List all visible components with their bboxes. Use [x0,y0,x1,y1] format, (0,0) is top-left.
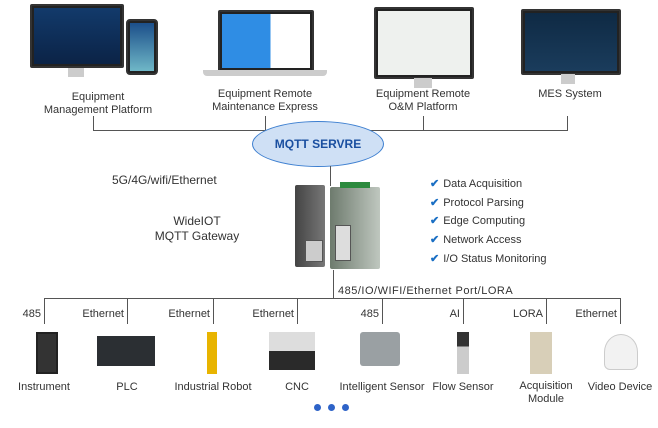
laptop-image [218,10,314,72]
label-line: MQTT Gateway [154,229,240,243]
connector [93,116,94,131]
gateway-terminal [340,182,370,188]
device-connector [382,298,383,324]
feature-item: ✔Data Acquisition [430,177,522,190]
check-icon: ✔ [430,253,440,265]
connector [567,116,568,131]
device-name: Intelligent Sensor [339,381,425,393]
port-label: 485 [22,308,41,320]
downlink-label: 485/IO/WIFI/Ethernet Port/LORA [338,285,514,297]
equipment-management-monitor [30,4,124,68]
port-label: LORA [513,308,543,320]
check-icon: ✔ [430,234,440,246]
label-line: Equipment [71,91,125,103]
cloud-to-gateway-line [330,166,331,186]
device-connector [44,298,45,324]
cloud-label: MQTT SERVRE [274,137,362,151]
feature-label: Protocol Parsing [443,197,524,209]
uplink-label: 5G/4G/wifi/Ethernet [112,173,217,187]
label-line: WideIOT [173,214,221,228]
device-image [36,332,58,374]
label-line: O&M Platform [388,101,458,113]
port-label: 485 [360,308,379,320]
port-label: AI [449,308,460,320]
port-label: Ethernet [82,308,124,320]
connector [423,116,424,131]
device-connector [463,298,464,324]
port-label: Ethernet [168,308,210,320]
bottom-bus-line [44,298,620,299]
feature-label: I/O Status Monitoring [443,253,547,265]
phone-image [126,19,158,75]
feature-label: Network Access [443,234,522,246]
mqtt-server-cloud: MQTT SERVRE [252,121,384,167]
check-icon: ✔ [430,215,440,227]
gateway-to-bus-line [333,270,334,298]
more-dot [328,404,335,411]
device-image [207,332,217,374]
more-dot [314,404,321,411]
more-dot [342,404,349,411]
platform-label-4: MES System [538,88,602,100]
label-line: Equipment Remote [217,88,313,100]
label-line: Maintenance Express [212,101,318,113]
device-connector [546,298,547,324]
gateway-ports [305,240,323,262]
device-image [269,332,315,370]
label-line: Management Platform [43,104,153,116]
device-image [604,334,638,370]
label-line: Module [527,393,565,405]
mes-system-monitor [521,9,621,75]
gateway-ports [335,225,351,261]
check-icon: ✔ [430,178,440,190]
device-name: Flow Sensor [432,381,494,393]
om-platform-monitor [374,7,474,79]
monitor-stand [561,74,575,84]
device-connector [127,298,128,324]
feature-item: ✔I/O Status Monitoring [430,252,547,265]
device-image [530,332,552,374]
port-label: Ethernet [252,308,294,320]
feature-item: ✔Network Access [430,233,521,246]
device-connector [297,298,298,324]
device-image [360,332,400,366]
device-name: CNC [285,381,309,393]
feature-item: ✔Protocol Parsing [430,196,524,209]
device-name: Industrial Robot [174,381,252,393]
feature-item: ✔Edge Computing [430,214,525,227]
label-line: Acquisition [519,380,573,392]
check-icon: ✔ [430,197,440,209]
device-name: Instrument [18,381,70,393]
device-connector [620,298,621,324]
port-label: Ethernet [575,308,617,320]
device-image [457,332,469,374]
label-line: Equipment Remote [375,88,471,100]
monitor-stand [414,78,432,88]
device-connector [213,298,214,324]
laptop-base [203,70,327,76]
monitor-stand [68,68,84,77]
device-name: Video Device [587,381,653,393]
device-name: PLC [116,381,138,393]
connector [265,116,266,131]
feature-label: Edge Computing [443,215,526,227]
feature-label: Data Acquisition [443,178,523,190]
device-image [97,336,155,366]
